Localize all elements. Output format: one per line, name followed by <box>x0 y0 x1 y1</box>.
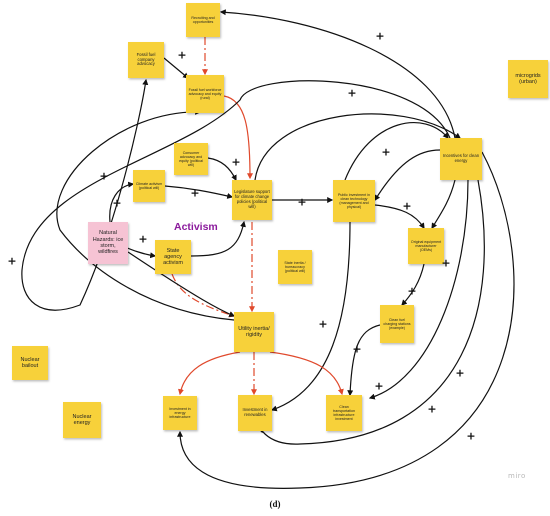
note-nuclear-bailout-text: Nuclear bailout <box>20 356 40 369</box>
note-incentives[interactable]: Incentives for clean energy <box>440 138 482 180</box>
link-legislature-to-incentives-arc <box>254 113 461 181</box>
plus-sign-10: + <box>402 199 412 213</box>
note-energy-infra[interactable]: Investment in energy infrastructure <box>163 396 197 430</box>
link-fossil-to-workforce <box>163 57 189 79</box>
plus-sign-5: + <box>190 186 200 200</box>
link-oem-to-charging <box>401 263 425 306</box>
note-climate-activism-text: Climate activism (political will) <box>135 181 163 190</box>
note-microgrids-text: microgrids (urban) <box>515 72 541 85</box>
note-public-investment[interactable]: Public investment in clean technology (m… <box>333 180 375 222</box>
plus-sign-6: + <box>231 155 241 169</box>
plus-sign-1: + <box>177 48 187 62</box>
link-public-to-renewables <box>270 221 351 412</box>
note-oem-text: Original equipment manufacturer (OEMs) <box>410 239 442 253</box>
plus-sign-20: + <box>466 429 476 443</box>
plus-sign-15: + <box>7 254 17 268</box>
note-utility-text: Utility inertia/ rigidity <box>238 325 270 338</box>
note-microgrids[interactable]: microgrids (urban) <box>508 60 548 98</box>
note-oem[interactable]: Original equipment manufacturer (OEMs) <box>408 228 444 264</box>
plus-sign-16: + <box>441 256 451 270</box>
note-charging[interactable]: Clean fuel charging stations (example) <box>380 305 414 343</box>
plus-sign-19: + <box>374 379 384 393</box>
plus-sign-13: + <box>352 342 362 356</box>
activism-label: Activism <box>174 221 218 233</box>
note-climate-activism[interactable]: Climate activism (political will) <box>133 170 165 202</box>
note-renewables-text: Investment in renewables <box>242 407 268 417</box>
note-recruiting[interactable]: Recruiting and opportunities <box>186 3 220 37</box>
note-natural-hazards-text: Natural Hazards: ice storm, wildfires <box>92 230 124 256</box>
link-utility-to-energy-infra <box>178 351 241 396</box>
link-utility-to-transport <box>269 351 344 396</box>
note-recruiting-text: Recruiting and opportunities <box>191 15 215 24</box>
link-incentives-to-oem <box>431 179 456 230</box>
plus-sign-4: + <box>138 232 148 246</box>
plus-sign-18: + <box>427 402 437 416</box>
note-state-agency[interactable]: State agency activism <box>155 240 191 274</box>
note-state-inertia-text: State inertia / bureaucracy (political w… <box>284 260 306 274</box>
note-charging-text: Clean fuel charging stations (example) <box>383 317 411 331</box>
note-fossil-advocacy[interactable]: Fossil fuel company advocacy <box>128 42 164 78</box>
link-public-to-incentives <box>344 122 449 181</box>
note-legislature-text: Legislature support for climate change p… <box>234 189 270 209</box>
note-consumer[interactable]: Consumer advocacy and equity (political … <box>174 143 208 175</box>
link-public-to-oem <box>374 204 425 230</box>
note-workforce[interactable]: Fossil fuel workforce advocacy and equit… <box>186 75 224 113</box>
link-workforce-to-legislature <box>223 95 253 180</box>
link-incentives-to-charging-left <box>368 179 469 400</box>
plus-sign-8: + <box>347 86 357 100</box>
link-consumer-to-legislature <box>207 157 237 182</box>
figure-caption: (d) <box>269 499 281 509</box>
plus-sign-14: + <box>99 169 109 183</box>
plus-sign-12: + <box>318 317 328 331</box>
note-legislature[interactable]: Legislature support for climate change p… <box>232 180 272 220</box>
note-consumer-text: Consumer advocacy and equity (political … <box>179 150 203 168</box>
note-fossil-advocacy-text: Fossil fuel company advocacy <box>136 51 156 67</box>
note-public-investment-text: Public investment in clean technology (m… <box>338 192 370 210</box>
plus-sign-11: + <box>407 284 417 298</box>
link-climate-to-legislature <box>164 185 234 199</box>
link-incentives-to-transport <box>257 179 485 445</box>
note-workforce-text: Fossil fuel workforce advocacy and equit… <box>188 87 222 101</box>
link-charging-to-transport <box>347 324 381 397</box>
miro-logo: miro <box>508 472 526 480</box>
note-nuclear-energy-text: Nuclear energy <box>72 413 92 426</box>
link-incentives-to-energy-infra <box>177 151 515 489</box>
note-renewables[interactable]: Investment in renewables <box>238 395 272 431</box>
note-state-agency-text: State agency activism <box>163 247 183 267</box>
note-transport[interactable]: Clean transportation infrastructure inve… <box>326 395 362 431</box>
plus-sign-3: + <box>112 196 122 210</box>
link-hazards-to-climate <box>109 181 135 223</box>
link-incentives-to-public <box>374 149 441 202</box>
note-natural-hazards[interactable]: Natural Hazards: ice storm, wildfires <box>88 222 128 264</box>
note-incentives-text: Incentives for clean energy <box>442 153 480 163</box>
note-utility[interactable]: Utility inertia/ rigidity <box>234 312 274 352</box>
link-utility-back-loop <box>56 108 235 321</box>
plus-sign-7: + <box>297 195 307 209</box>
plus-sign-9: + <box>381 145 391 159</box>
note-state-inertia[interactable]: State inertia / bureaucracy (political w… <box>278 250 312 284</box>
link-state-to-utility <box>171 273 236 318</box>
link-state-to-legislature <box>190 220 246 257</box>
note-transport-text: Clean transportation infrastructure inve… <box>333 404 355 422</box>
plus-sign-2: + <box>375 29 385 43</box>
note-nuclear-energy[interactable]: Nuclear energy <box>63 402 101 438</box>
plus-sign-17: + <box>455 366 465 380</box>
link-incentives-to-recruiting <box>219 9 456 139</box>
note-energy-infra-text: Investment in energy infrastructure <box>169 406 191 420</box>
note-nuclear-bailout[interactable]: Nuclear bailout <box>12 346 48 380</box>
link-natural-to-utility <box>127 251 236 317</box>
